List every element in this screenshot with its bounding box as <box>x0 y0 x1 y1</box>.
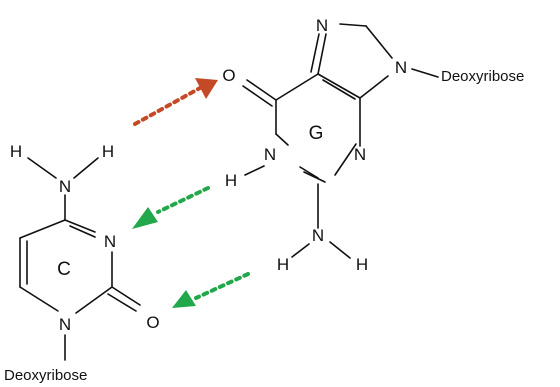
guanine-n1-label: N <box>264 145 276 164</box>
repulsion-marker <box>133 78 218 126</box>
cytosine-ring-label: C <box>57 259 71 280</box>
guanine-ring-label: G <box>309 123 324 144</box>
guanine-n7-label: N <box>316 16 328 35</box>
cytosine: H H N N C O N Deoxyribose <box>4 142 160 384</box>
guanine-n3-label: N <box>354 145 366 164</box>
guanine-bonds <box>242 23 439 259</box>
guanine-h1-label: H <box>225 171 237 190</box>
hbond-marker-top <box>132 186 210 229</box>
cytosine-n4-label: N <box>59 177 71 196</box>
guanine-o6-label: O <box>222 66 235 85</box>
cytosine-h4b-label: H <box>102 142 114 161</box>
cytosine-sugar-label: Deoxyribose <box>4 367 87 384</box>
cytosine-n3-label: N <box>104 232 116 251</box>
cytosine-o2-label: O <box>146 313 159 332</box>
cytosine-h4a-label: H <box>10 142 22 161</box>
cytosine-n1-label: N <box>59 315 71 334</box>
guanine-n9-label: N <box>395 58 407 77</box>
guanine-h2b-label: H <box>356 255 368 274</box>
cytosine-bonds <box>19 157 141 361</box>
hbond-marker-bottom <box>172 272 250 308</box>
guanine-n2-label: N <box>312 226 324 245</box>
guanine-sugar-label: Deoxyribose <box>441 68 524 85</box>
guanine-h2a-label: H <box>277 255 289 274</box>
guanine: N N Deoxyribose O G N H N N H H <box>222 16 524 274</box>
